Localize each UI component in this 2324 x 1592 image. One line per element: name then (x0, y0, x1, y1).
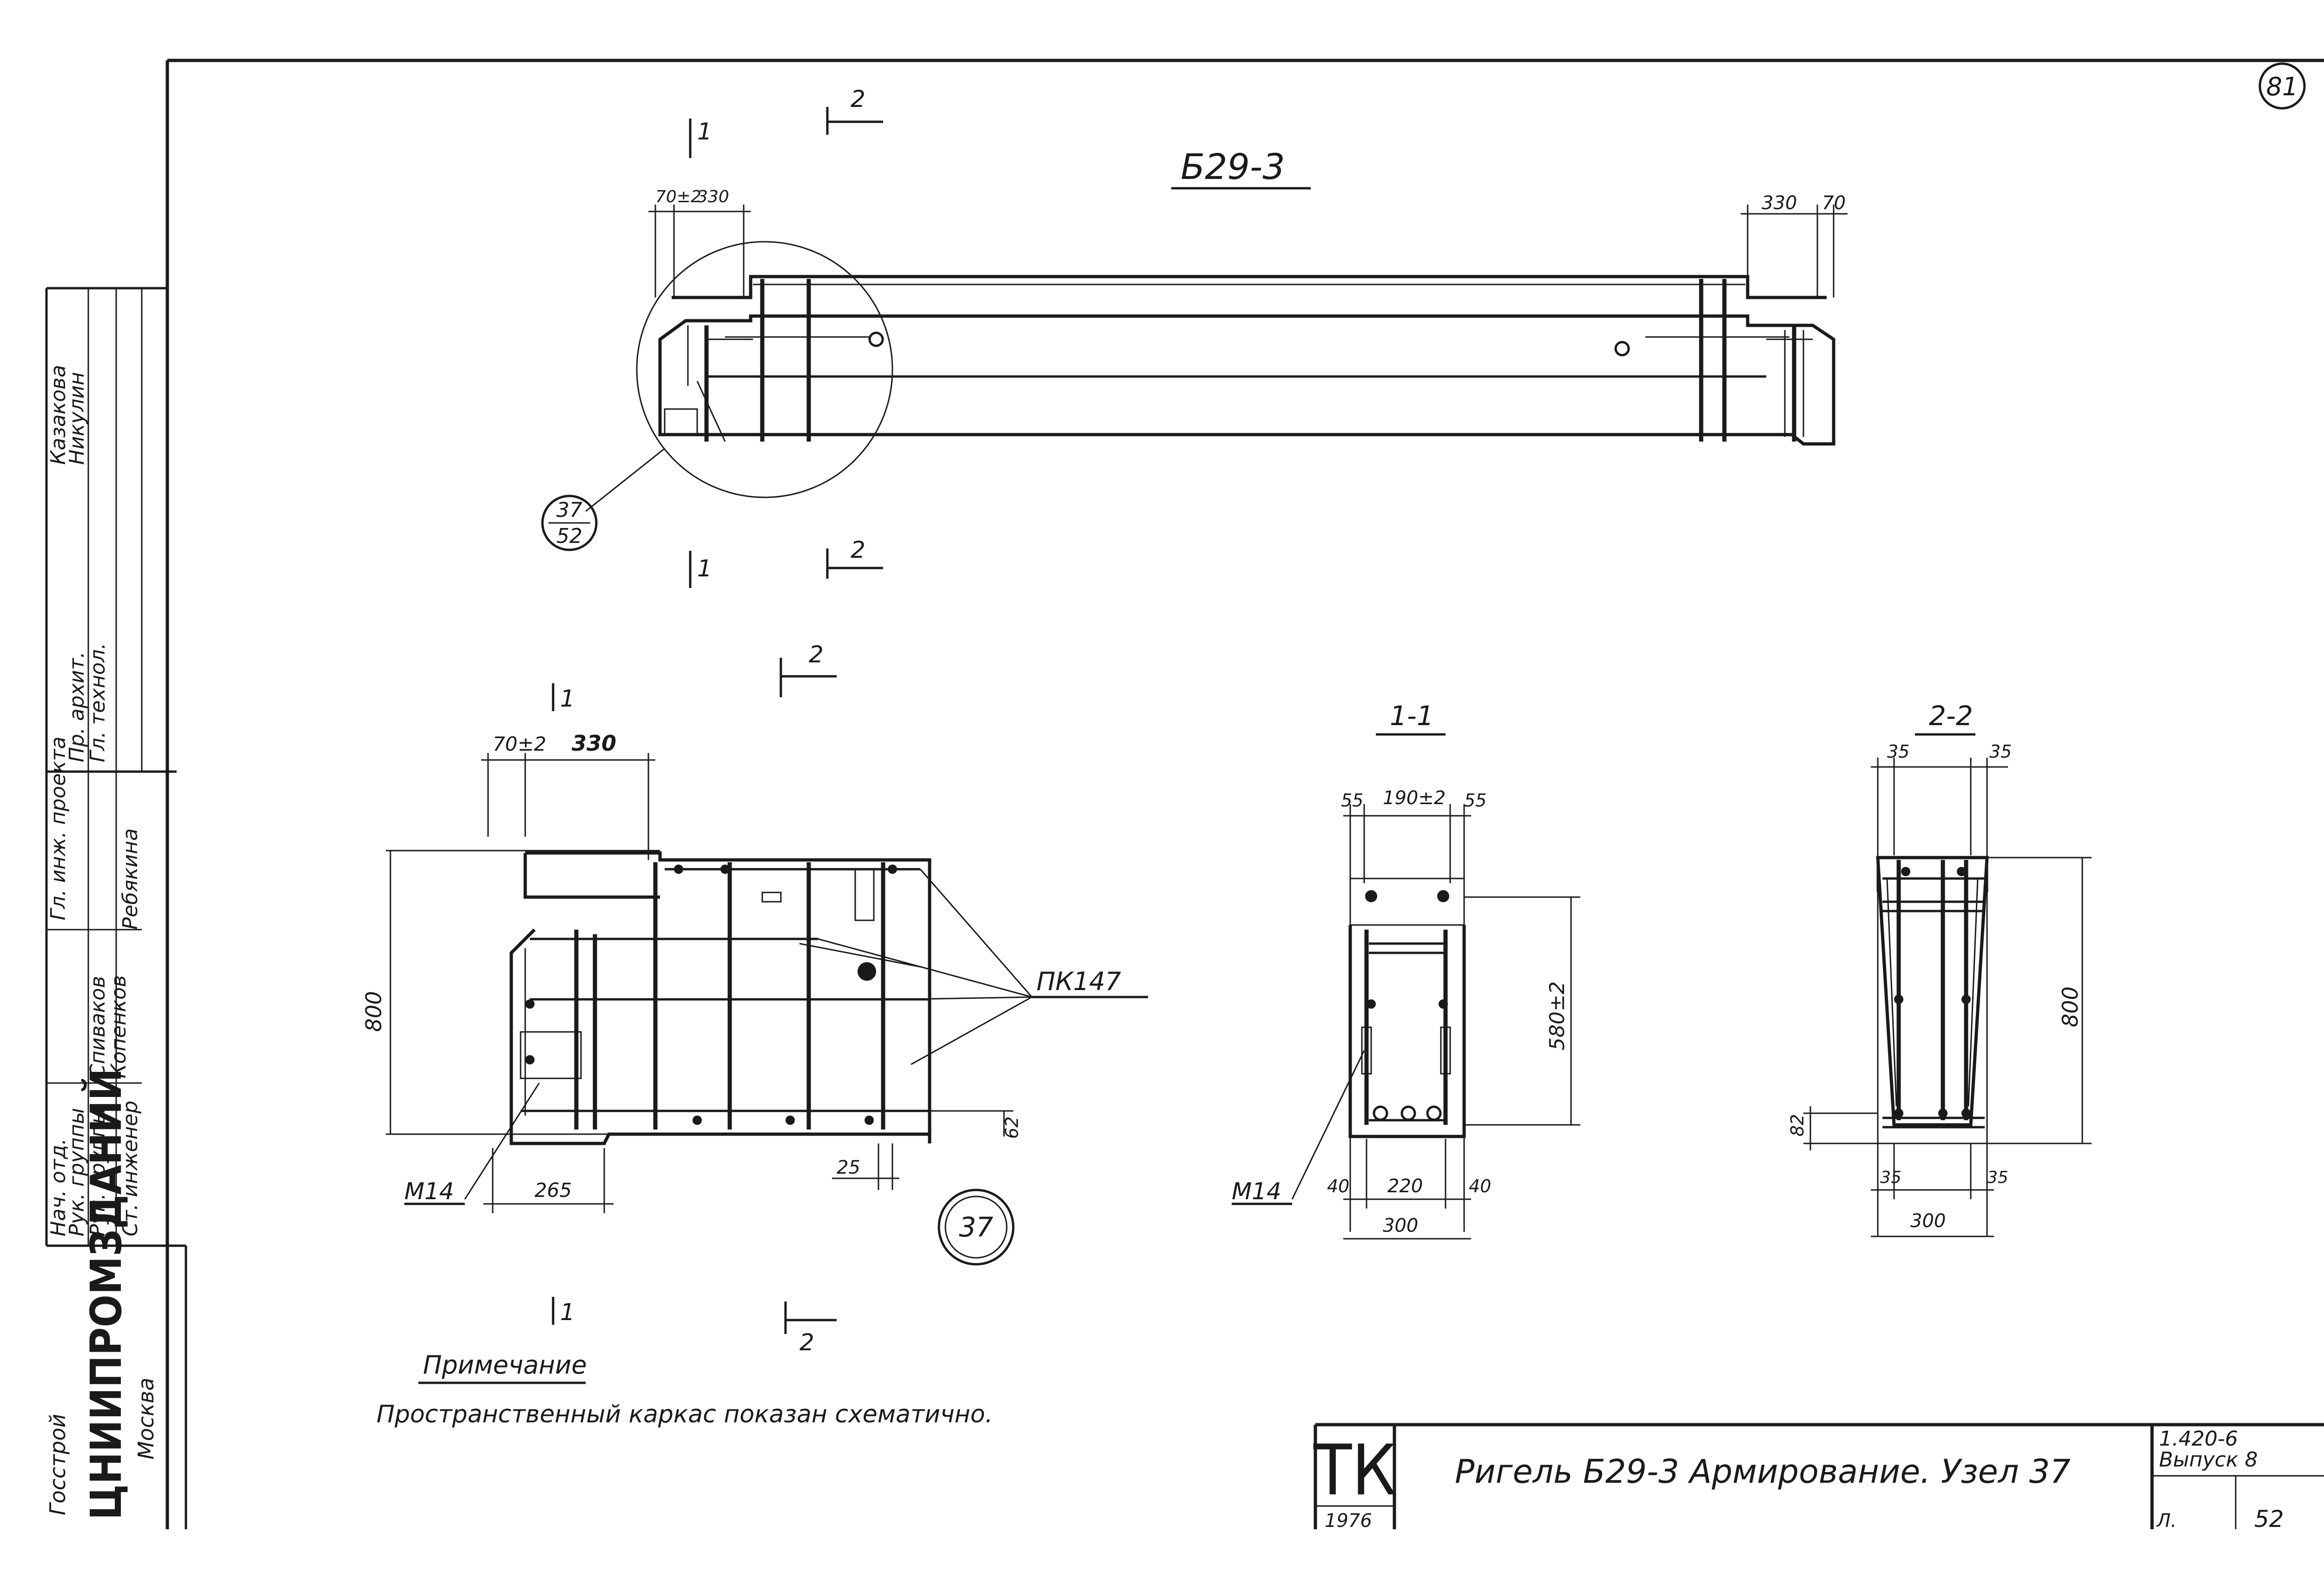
node-mark-pk: ПК147 (1037, 967, 1121, 996)
sec11-dim-55b: 55 (1464, 790, 1486, 811)
stamp-left-col-4: Ст. инженер (119, 1101, 142, 1236)
issue-number: Выпуск 8 (2159, 1448, 2258, 1472)
node-37-view: 1 2 1 2 70±2 330 800 (361, 641, 1148, 1356)
node-sec1-bottom: 1 (560, 1299, 575, 1326)
stamp-name-2: Копенков (107, 975, 131, 1078)
stamp-right-col-2: Пр. архит. (65, 652, 89, 762)
page-number: 81 (2266, 72, 2298, 101)
stamp-left-col-1: Нач. отд. (46, 1138, 70, 1236)
sec22-dim-800: 800 (2058, 986, 2083, 1027)
main-sec1-bottom: 1 (697, 555, 712, 582)
node-dim-62: 62 (1002, 1116, 1022, 1139)
title-code: ТК (1313, 1430, 1396, 1511)
note-heading: Примечание (423, 1350, 587, 1380)
stamp-right-col-1: Гл. инж. проекта (46, 737, 70, 920)
sec22-dim-82: 82 (1787, 1114, 1808, 1136)
stamp-left-col-2: Рук. группы (65, 1108, 89, 1236)
node-mark-m: М14 (404, 1178, 454, 1205)
left-stamp: Нач. отд. Рук. группы Рук. группы Ст. ин… (45, 287, 187, 1529)
sec22-dim-35d: 35 (1987, 1168, 2008, 1187)
main-sec2-top: 2 (851, 86, 865, 112)
stamp-left-col-3: Рук. группы (86, 1108, 110, 1236)
node-label: 37 (959, 1211, 993, 1243)
sec11-dim-300: 300 (1383, 1215, 1418, 1236)
sec11-dim-220: 220 (1387, 1176, 1423, 1197)
callout-top: 37 (556, 498, 582, 522)
sec11-dim-580: 580±2 (1545, 981, 1569, 1050)
main-sec2-bottom: 2 (851, 536, 865, 563)
node-callout: 37 52 (541, 495, 598, 551)
node-dim-top-a: 70±2 (493, 733, 546, 755)
issue-year: 1976 (1325, 1510, 1372, 1532)
beam-main-view: Б29-3 70±2 330 330 70 (541, 86, 1848, 588)
node-dim-25: 25 (837, 1157, 860, 1178)
sec11-dim-190: 190±2 (1383, 787, 1446, 809)
note-block: Примечание Пространственный каркас показ… (376, 1350, 993, 1428)
sheet-label: Л. (2156, 1510, 2177, 1532)
drawing-title: Ригель Б29-3 Армирование. Узел 37 (1455, 1453, 2071, 1491)
page-number-badge: 81 (2258, 62, 2306, 110)
node-dim-bottom: 265 (535, 1179, 572, 1202)
main-dim-right-b: 70 (1822, 192, 1846, 214)
main-dim-left-b: 330 (697, 187, 729, 206)
node-sec1-top: 1 (560, 685, 575, 712)
sec22-dim-300: 300 (1910, 1210, 1946, 1232)
main-view-title: Б29-3 (1181, 146, 1285, 187)
stamp-right-col-5: Никулин (65, 372, 89, 465)
stamp-right-col-3: Гл. технол. (86, 643, 110, 762)
sec11-dim-40a: 40 (1327, 1176, 1349, 1196)
main-sec1-top: 1 (697, 118, 712, 145)
main-dim-right-a: 330 (1762, 192, 1797, 214)
org-prefix: Госстрой (45, 1414, 70, 1515)
sec22-dim-35c: 35 (1880, 1168, 1901, 1187)
org-city: Москва (133, 1378, 158, 1460)
sec11-title: 1-1 (1390, 700, 1434, 732)
sec11-dim-40b: 40 (1469, 1176, 1491, 1196)
sheet-number: 52 (2254, 1506, 2284, 1533)
callout-bottom: 52 (556, 524, 582, 548)
main-dim-left-a: 70±2 (655, 187, 701, 206)
sec22-title: 2-2 (1929, 700, 1973, 732)
stamp-name-1: Спиваков (86, 976, 110, 1078)
sheet-frame (165, 59, 2324, 1529)
org-name: ЦНИИПРОМЗДАНИЙ (81, 1068, 131, 1520)
series-code: 1.420-6 (2159, 1427, 2238, 1451)
section-2-2: 2-2 35 35 800 (1787, 700, 2092, 1237)
stamp-right-col-4: Казакова (46, 365, 70, 465)
stamp-name-3: Ребякина (119, 828, 142, 930)
node-dim-top-b: 330 (572, 731, 616, 756)
section-1-1: 1-1 55 190±2 55 580±2 (1232, 700, 1580, 1240)
sec22-dim-35a: 35 (1887, 741, 1909, 762)
node-sec2-bottom: 2 (799, 1329, 814, 1356)
title-block: ТК 1976 Ригель Б29-3 Армирование. Узел 3… (1313, 1425, 2324, 1533)
sec11-dim-55a: 55 (1341, 790, 1363, 811)
sec11-mark-m: М14 (1232, 1178, 1281, 1205)
node-dim-height: 800 (361, 991, 386, 1032)
node-sec2-top: 2 (809, 641, 824, 668)
sec22-dim-35b: 35 (1989, 741, 2012, 762)
note-text: Пространственный каркас показан схематич… (376, 1400, 993, 1428)
